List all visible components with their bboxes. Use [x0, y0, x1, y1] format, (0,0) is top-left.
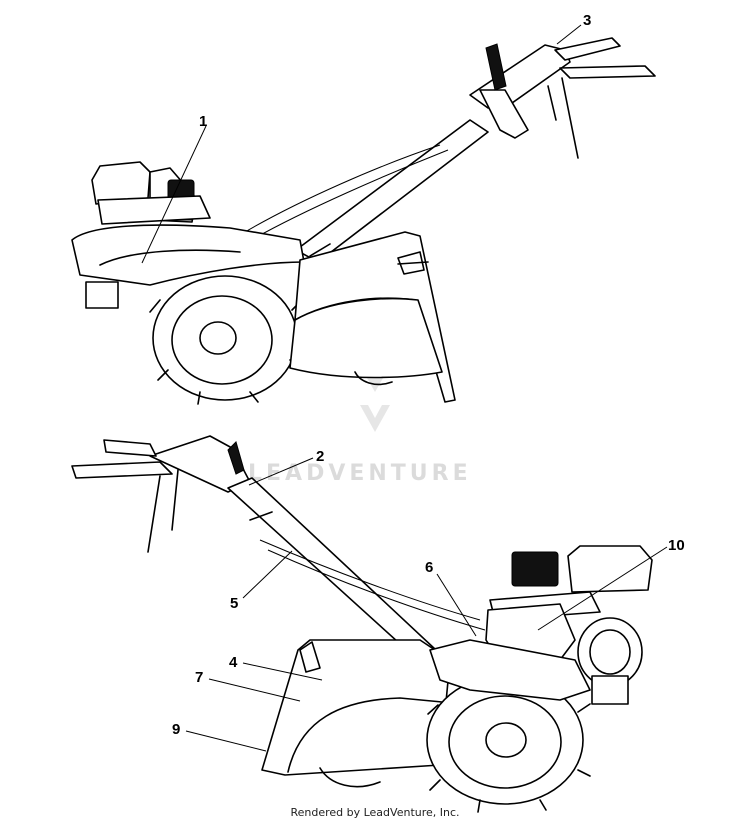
svg-text:3: 3 — [583, 12, 591, 29]
svg-text:7: 7 — [195, 669, 203, 686]
svg-text:9: 9 — [172, 721, 180, 738]
svg-text:1: 1 — [199, 113, 207, 130]
callout-7: 7 — [195, 669, 301, 702]
svg-text:10: 10 — [668, 537, 685, 554]
callout-6: 6 — [425, 559, 477, 637]
svg-text:4: 4 — [229, 654, 238, 671]
callout-5: 5 — [230, 550, 293, 612]
callout-3: 3 — [556, 12, 591, 45]
lower-tiller-drawing — [71, 435, 653, 813]
callout-2: 2 — [248, 448, 324, 486]
leadventure-watermark: LEADVENTURE — [248, 352, 472, 486]
callout-10: 10 — [537, 537, 685, 631]
upper-tiller-drawing — [71, 37, 656, 405]
watermark-text: LEADVENTURE — [248, 461, 472, 486]
svg-text:6: 6 — [425, 559, 433, 576]
svg-text:5: 5 — [230, 595, 238, 612]
callout-9: 9 — [172, 721, 267, 752]
callout-4: 4 — [229, 654, 323, 681]
svg-text:2: 2 — [316, 448, 324, 465]
callout-1: 1 — [141, 113, 207, 264]
footer-credit: Rendered by LeadVenture, Inc. — [290, 806, 460, 819]
